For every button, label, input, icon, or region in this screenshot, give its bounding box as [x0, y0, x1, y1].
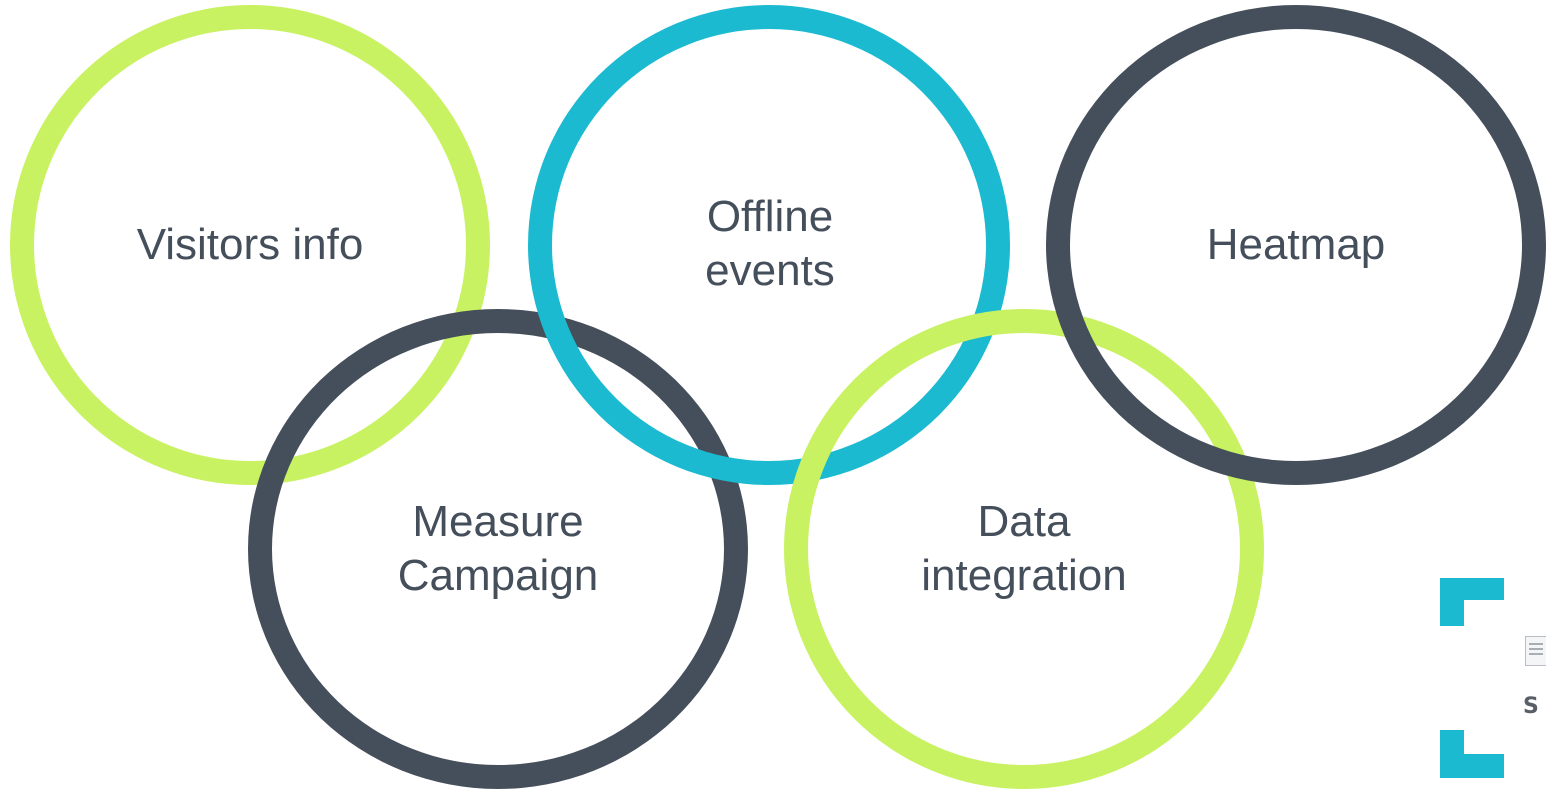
label-offline-events: Offline events — [620, 190, 920, 298]
label-line: events — [705, 246, 835, 295]
label-line: Data — [977, 497, 1071, 546]
document-icon — [1525, 636, 1546, 666]
label-line: Campaign — [397, 551, 599, 600]
label-line: Visitors info — [136, 220, 364, 269]
bracket-top-icon — [1440, 578, 1504, 626]
label-heatmap: Heatmap — [1146, 218, 1446, 272]
bracket-bottom-icon — [1440, 730, 1504, 778]
label-visitors-info: Visitors info — [100, 218, 400, 272]
label-measure-campaign: Measure Campaign — [348, 495, 648, 603]
building-logo-icon: S — [1521, 632, 1546, 722]
label-line: Measure — [412, 497, 584, 546]
label-data-integration: Data integration — [874, 495, 1174, 603]
label-line: Offline — [706, 192, 834, 241]
label-line: integration — [921, 551, 1127, 600]
logo-letter: S — [1523, 694, 1539, 719]
label-line: Heatmap — [1206, 220, 1386, 269]
